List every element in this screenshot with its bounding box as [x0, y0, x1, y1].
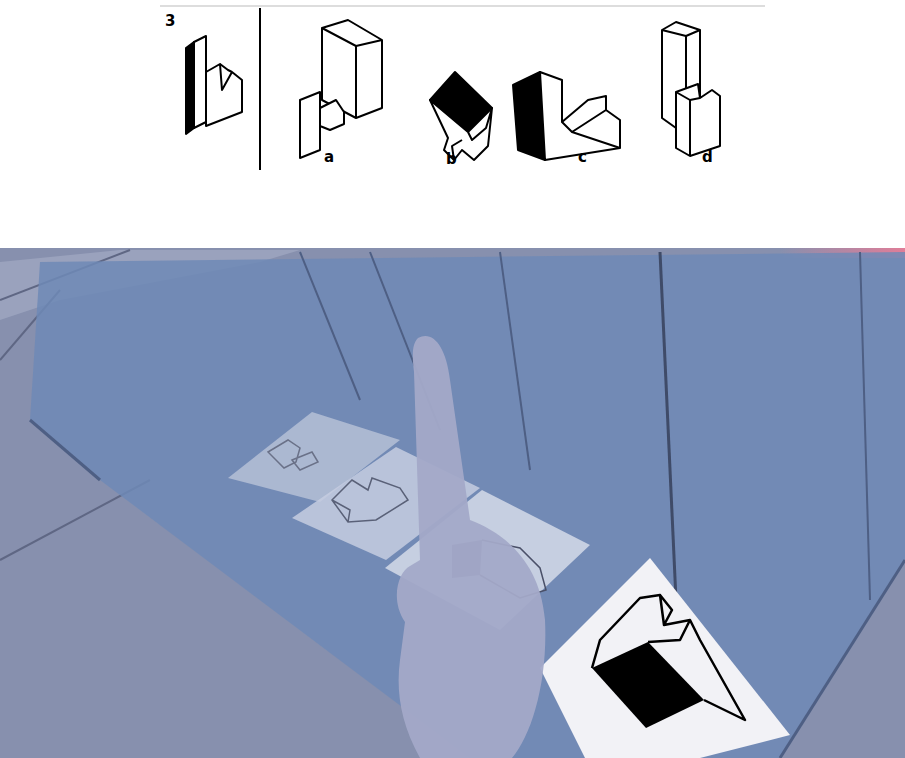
test-item [160, 6, 765, 170]
option-letter: a [324, 150, 334, 165]
item-number: 3 [165, 14, 175, 29]
vr-scene [0, 248, 905, 758]
option-letter: d [702, 150, 713, 165]
option-letter: b [446, 152, 457, 167]
option-letter: c [578, 150, 587, 165]
